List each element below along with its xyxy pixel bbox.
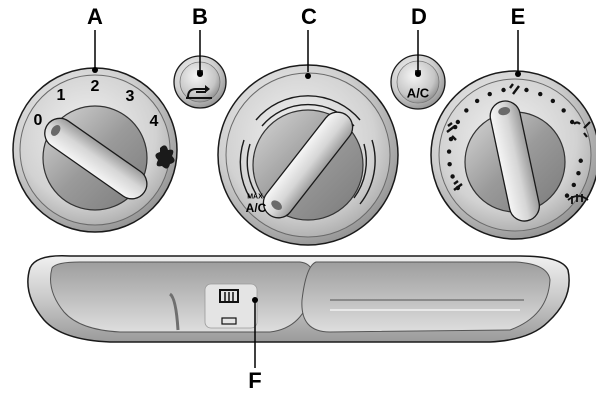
mode-dot — [464, 108, 468, 112]
max-label: MAX — [247, 194, 263, 201]
ac-button-label: A/C — [407, 87, 429, 100]
fan-speed-2-label: 2 — [91, 79, 100, 95]
mode-dot — [561, 108, 565, 112]
callout-a: A — [87, 6, 103, 28]
temperature-knob[interactable] — [218, 65, 398, 245]
callout-b: B — [192, 6, 208, 28]
mode-dot — [488, 92, 492, 96]
mode-dot — [572, 183, 576, 187]
mode-dot — [524, 88, 528, 92]
mode-dot — [565, 193, 569, 197]
air-distribution-knob[interactable] — [431, 71, 596, 239]
fan-speed-0-label: 0 — [34, 113, 43, 129]
mode-dot — [538, 92, 542, 96]
callout-e: E — [511, 6, 526, 28]
mode-dot — [551, 99, 555, 103]
rear-defrost-button[interactable] — [205, 284, 257, 328]
callout-f: F — [248, 370, 261, 392]
callout-d: D — [411, 6, 427, 28]
mode-dot — [576, 171, 580, 175]
mode-dot — [447, 149, 451, 153]
mode-dot — [456, 120, 460, 124]
fan-speed-3-label: 3 — [126, 89, 135, 105]
lower-control-bar — [28, 256, 569, 342]
fan-speed-4-label: 4 — [150, 114, 159, 130]
callout-c: C — [301, 6, 317, 28]
mode-dot — [579, 159, 583, 163]
mode-dot — [501, 88, 505, 92]
mode-dot — [450, 174, 454, 178]
max-ac-label: A/C — [246, 202, 267, 214]
mode-dot — [475, 99, 479, 103]
mode-dot — [447, 162, 451, 166]
fan-speed-1-label: 1 — [57, 88, 66, 104]
